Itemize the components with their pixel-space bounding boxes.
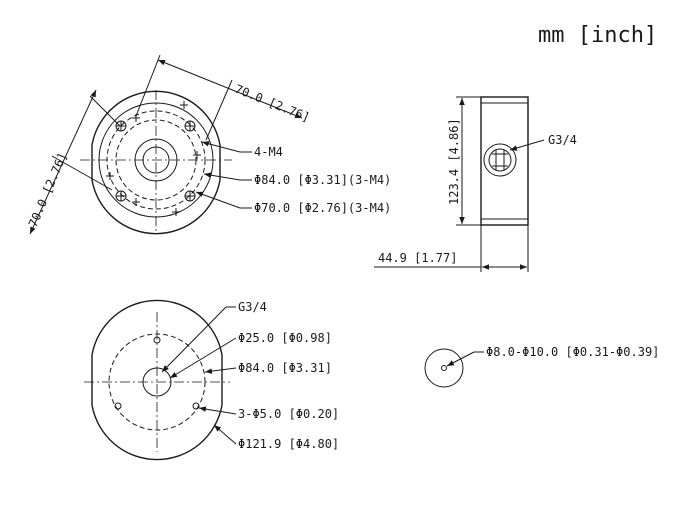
callout-pcd-small: Φ70.0 [Φ2.76](3-M4) <box>254 201 391 215</box>
dim-top-width: 70.0 [2.76] <box>233 82 312 125</box>
top-view: 70.0 [2.76] 70.0 [2.76] 4-M4 Φ84.0 [Φ3.3… <box>26 54 391 235</box>
units-label: mm [inch] <box>538 23 657 48</box>
pcd-mark <box>180 101 188 109</box>
pcd-mark <box>193 151 201 159</box>
gland-outer-circle <box>424 348 464 388</box>
dim-left-width: 70.0 [2.76] <box>26 151 70 230</box>
side-thread-label: G3/4 <box>548 133 577 147</box>
pcd-mark <box>106 172 114 180</box>
callout-bottom-pcd: Φ84.0 [Φ3.31] <box>238 361 332 375</box>
side-view-body <box>480 96 529 226</box>
screw-hole <box>115 120 127 132</box>
callout-pcd-large: Φ84.0 [Φ3.31](3-M4) <box>254 173 391 187</box>
screw-hole <box>184 120 196 132</box>
mount-hole <box>192 402 200 410</box>
callout-cable-range: Φ8.0-Φ10.0 [Φ0.31-Φ0.39] <box>486 345 659 359</box>
side-port-outer <box>483 143 517 177</box>
callout-screws: 4-M4 <box>254 145 283 159</box>
top-view-outline <box>91 90 221 235</box>
pcd-mark <box>132 198 140 206</box>
mount-hole <box>114 402 122 410</box>
cable-gland-detail: Φ8.0-Φ10.0 [Φ0.31-Φ0.39] <box>424 345 659 388</box>
bottom-view: G3/4 Φ25.0 [Φ0.98] Φ84.0 [Φ3.31] 3-Φ5.0 … <box>84 299 339 461</box>
dim-height: 123.4 [4.86] <box>447 118 461 205</box>
callout-holes: 3-Φ5.0 [Φ0.20] <box>238 407 339 421</box>
callout-outer-dia: Φ121.9 [Φ4.80] <box>238 437 339 451</box>
pcd-mark <box>172 208 180 216</box>
bottom-thread-label: G3/4 <box>238 300 267 314</box>
screw-hole <box>184 190 196 202</box>
mount-hole <box>153 336 161 344</box>
screw-hole <box>115 190 127 202</box>
callout-inner-dia: Φ25.0 [Φ0.98] <box>238 331 332 345</box>
gland-inner-hole <box>441 365 447 371</box>
dim-depth: 44.9 [1.77] <box>378 251 457 265</box>
bottom-view-outline <box>91 299 223 461</box>
side-view: 123.4 [4.86] 44.9 [1.77] G3/4 <box>374 96 577 272</box>
side-port-inner <box>488 148 512 172</box>
